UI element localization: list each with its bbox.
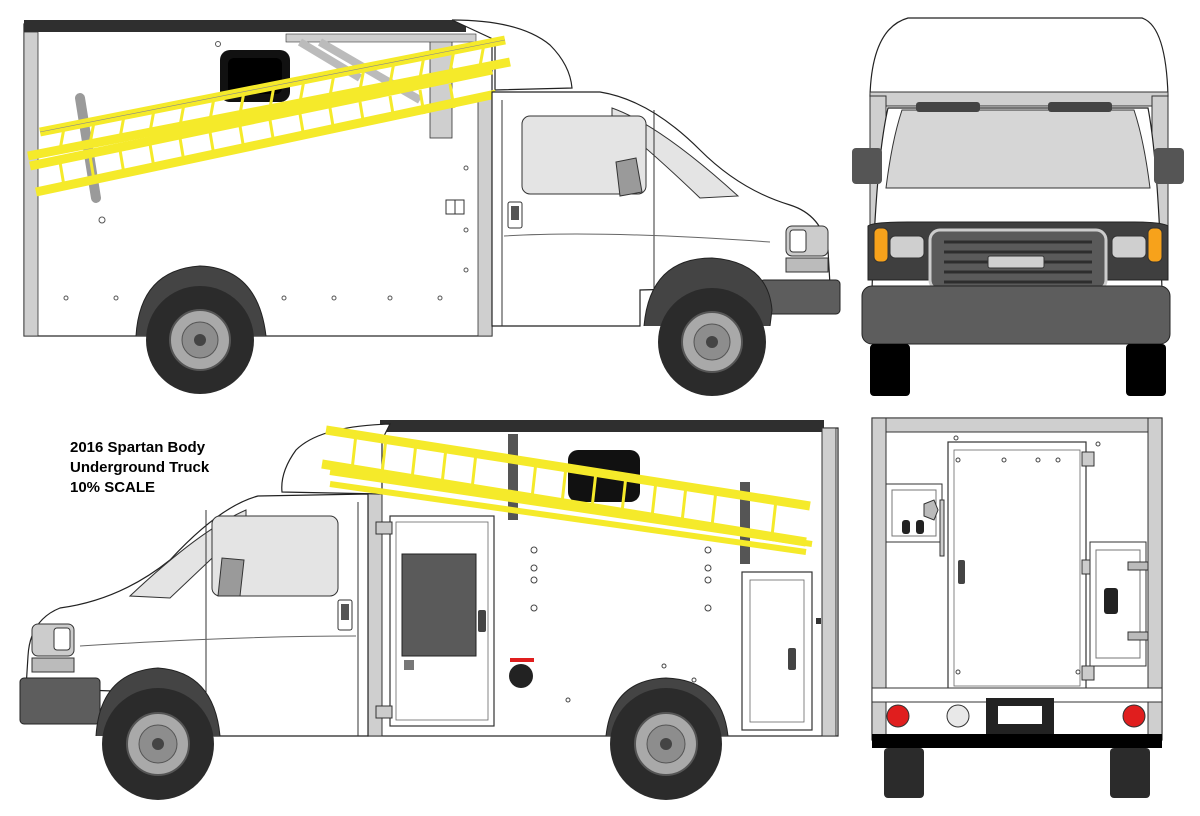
turn-signal-left: [873, 227, 889, 263]
headlight-right: [1111, 235, 1147, 259]
box-rear-post: [477, 95, 493, 337]
license-plate: [998, 706, 1042, 724]
rear-wheel: [610, 688, 722, 800]
tail-light-left: [886, 704, 910, 728]
front-wheel: [658, 288, 766, 396]
rear-tire-right: [1110, 748, 1150, 798]
drawing-caption: 2016 Spartan Body Underground Truck 10% …: [70, 438, 290, 498]
ladder-rack-post: [740, 482, 750, 564]
front-windshield: [885, 109, 1151, 189]
caption-line-3: 10% SCALE: [70, 479, 156, 496]
caption-line-1: 2016 Spartan Body: [70, 439, 206, 456]
mirror-left: [852, 148, 882, 184]
backup-light: [946, 704, 970, 728]
caption-line-2: Underground Truck: [70, 459, 210, 476]
rear-bumper: [872, 734, 1162, 748]
tire-right: [1126, 344, 1166, 396]
compartment-door-panel: [401, 553, 477, 657]
side-mirror: [615, 157, 643, 197]
front-view: [852, 17, 1184, 396]
rear-door-handle: [958, 560, 965, 584]
ladder-lower: [29, 65, 497, 197]
tire-left: [870, 344, 910, 396]
fuel-cap: [509, 664, 533, 688]
front-wheel: [102, 688, 214, 800]
cab-door-window: [521, 115, 647, 195]
turn-signal-right: [1147, 227, 1163, 263]
front-box-cap: [869, 17, 1169, 97]
headlight-left: [889, 235, 925, 259]
tail-light-right: [1122, 704, 1146, 728]
rear-wheel: [146, 286, 254, 394]
ladder-upper: [27, 35, 511, 161]
rear-view: [871, 417, 1163, 798]
ladder-rack-post: [508, 434, 518, 520]
mirror-right: [1154, 148, 1184, 184]
side-view-driver: [19, 420, 839, 800]
ladder-lower: [329, 469, 813, 555]
front-bumper: [861, 285, 1171, 345]
rear-door: [947, 441, 1087, 693]
box-top-trim: [24, 20, 466, 32]
front-bumper: [19, 677, 101, 725]
compartment-door-rear: [741, 571, 813, 731]
ladder-rack-rail: [285, 33, 477, 43]
side-mirror: [217, 557, 245, 597]
grille-badge: [987, 255, 1045, 269]
box-front-post: [23, 31, 39, 337]
cab-door-window: [211, 515, 339, 597]
rear-tire-left: [884, 748, 924, 798]
cab-roof-cap: [451, 19, 573, 91]
side-view-passenger: [23, 19, 841, 396]
